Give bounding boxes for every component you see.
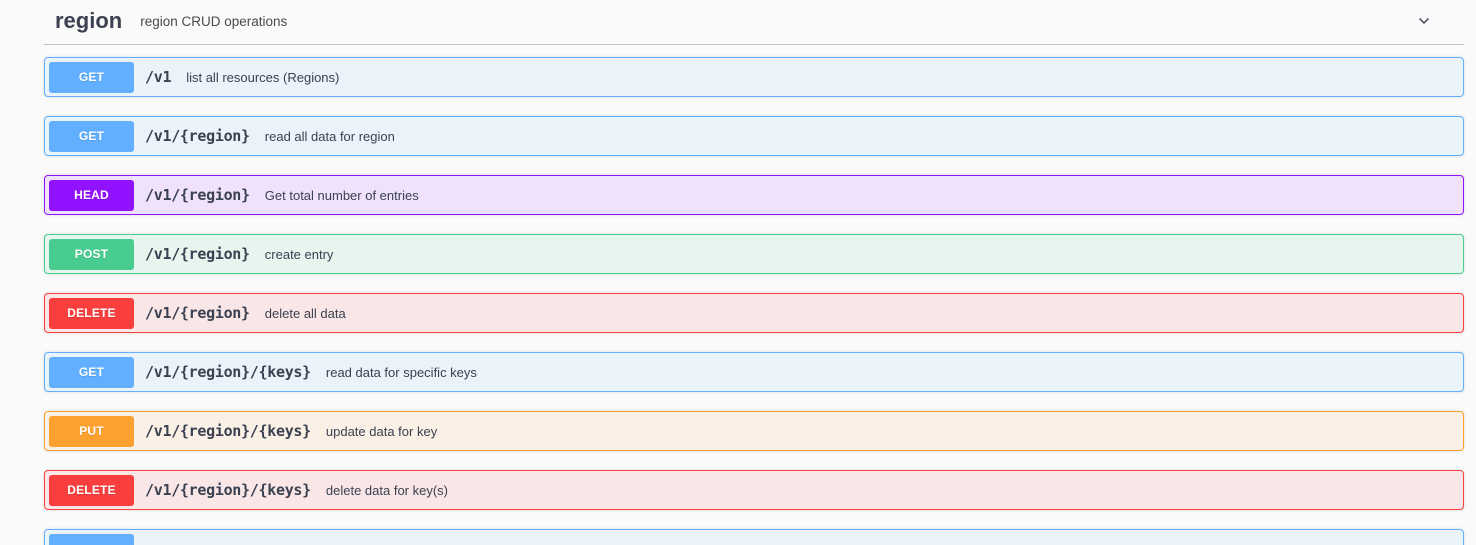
op-summary: read all data for region [264,128,395,144]
operation-row[interactable]: PUT /v1/{region}/{keys} update data for … [44,411,1464,451]
op-path: /v1/{region}/{keys} [145,481,311,499]
op-path: /v1/{region}/{keys} [145,422,311,440]
op-summary: Get total number of entries [264,187,419,203]
operation-row[interactable]: POST /v1/{region} create entry [44,234,1464,274]
op-summary: create entry [264,246,334,262]
op-summary: list all resources (Regions) [186,69,340,85]
operation-row[interactable] [44,529,1464,545]
op-path: /v1/{region} [145,304,250,322]
op-summary: delete all data [264,305,346,321]
op-path: /v1/{region} [145,127,250,145]
operations-list: GET /v1 list all resources (Regions) GET… [44,57,1464,545]
method-badge: HEAD [49,179,134,211]
section-description: region CRUD operations [140,13,288,29]
method-badge: GET [49,356,134,388]
method-badge: GET [49,120,134,152]
api-tag-section: region region CRUD operations GET /v1 li… [44,0,1464,545]
operation-row[interactable]: GET /v1/{region} read all data for regio… [44,116,1464,156]
op-summary: read data for specific keys [325,364,477,380]
op-path: /v1 [145,68,172,86]
method-badge: DELETE [49,297,134,329]
operation-row[interactable]: DELETE /v1/{region} delete all data [44,293,1464,333]
op-path: /v1/{region} [145,186,250,204]
op-summary: update data for key [325,423,438,439]
section-title: region [55,8,123,33]
method-badge: GET [49,61,134,93]
op-path: /v1/{region} [145,245,250,263]
method-badge: DELETE [49,474,134,506]
operation-row[interactable]: HEAD /v1/{region} Get total number of en… [44,175,1464,215]
operation-row[interactable]: DELETE /v1/{region}/{keys} delete data f… [44,470,1464,510]
chevron-down-icon[interactable] [1414,11,1434,31]
tag-section-header[interactable]: region region CRUD operations [44,0,1464,45]
method-badge: POST [49,238,134,270]
operation-row[interactable]: GET /v1/{region}/{keys} read data for sp… [44,352,1464,392]
op-path: /v1/{region}/{keys} [145,363,311,381]
op-summary: delete data for key(s) [325,482,449,498]
method-badge [49,533,134,545]
operation-row[interactable]: GET /v1 list all resources (Regions) [44,57,1464,97]
method-badge: PUT [49,415,134,447]
